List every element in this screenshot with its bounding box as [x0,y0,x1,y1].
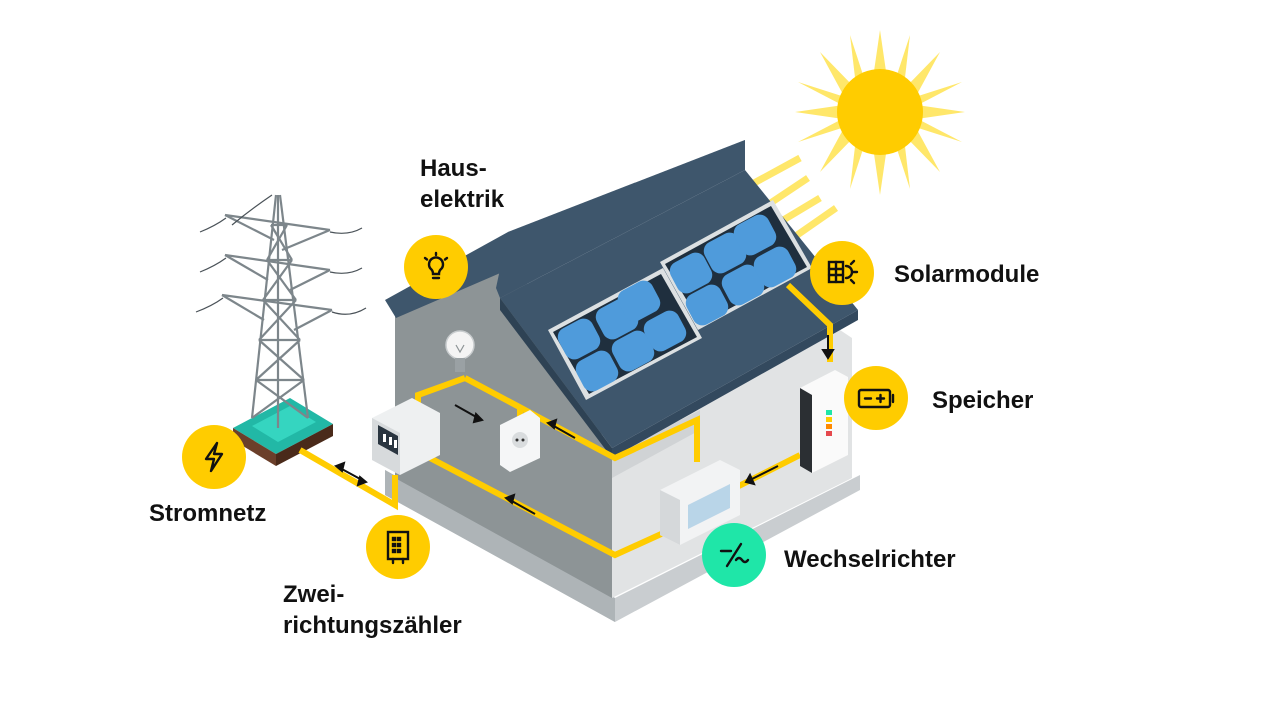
label-hauselektrik-line2: elektrik [420,186,505,213]
speicher-badge [844,366,908,430]
sun-rays [795,30,965,195]
flow-arrows [334,335,835,515]
label-hauselektrik-line1: Haus- [420,155,487,182]
light-bulb [445,330,475,372]
inverter-icon [719,542,750,568]
battery-storage [800,370,848,473]
lightbulb-badge [404,235,468,299]
power-socket [500,410,540,472]
label-hauselektrik: Haus- elektrik [420,153,504,215]
lightbulb-icon [423,251,449,280]
power-tower [195,194,367,466]
zweirichtungszaehler-badge [366,515,430,579]
inverter-box [660,460,740,545]
meter-box [372,398,440,475]
solarmodule-badge [810,241,874,305]
label-solarmodule: Solarmodule [894,261,1040,288]
label-zweirichtungszaehler-line2: richtungszähler [283,612,462,639]
solar-panels [548,200,812,400]
stromnetz-badge [182,425,246,489]
sun-disc [837,69,923,155]
label-zweirichtungszaehler: Zwei- richtungszähler [283,579,462,641]
label-zweirichtungszaehler-line1: Zwei- [283,581,345,608]
sun [730,30,965,243]
solar-sun-icon [827,259,859,285]
wechselrichter-badge [702,523,766,587]
label-wechselrichter: Wechselrichter [784,546,956,573]
label-speicher: Speicher [932,387,1034,414]
lightning-icon [204,441,224,473]
battery-icon [857,388,895,409]
label-stromnetz: Stromnetz [149,500,267,527]
meter-icon [386,530,410,565]
